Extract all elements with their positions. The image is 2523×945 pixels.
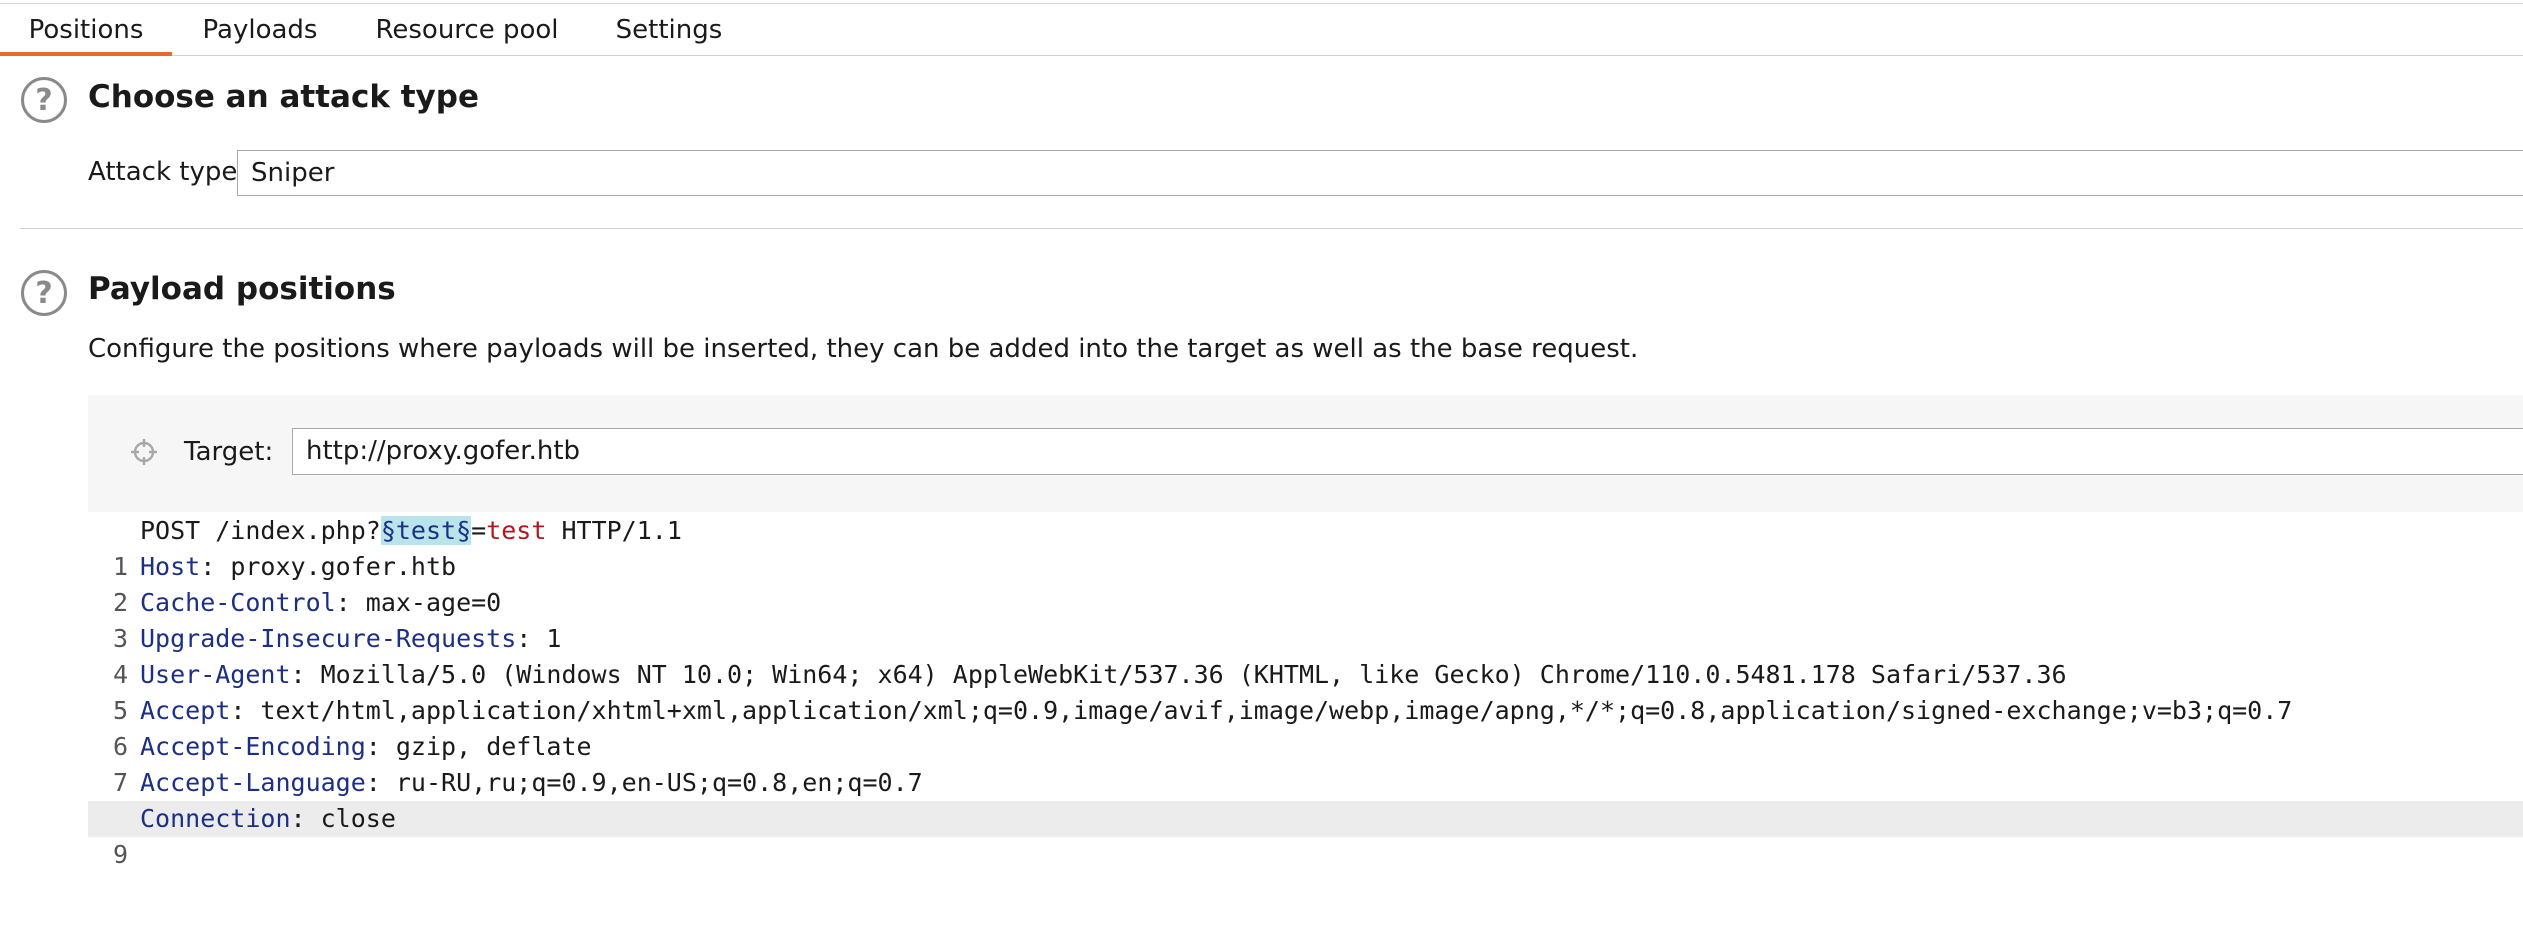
line-number: 5 [112,696,128,725]
tab-payloads[interactable]: Payloads [202,15,318,45]
attack-type-select[interactable]: Sniper [237,150,2523,196]
request-path: POST /index.php? [140,516,381,545]
section-divider [20,228,2523,229]
header-name: Connection [140,804,291,833]
code-line[interactable]: 4 Upgrade-Insecure-Requests: 1 [88,621,2523,689]
header-name: Accept-Language [140,768,366,797]
payload-positions-title: Payload positions [88,271,396,307]
crosshair-icon[interactable] [130,438,158,466]
header-value: : ru-RU,ru;q=0.9,en-US;q=0.8,en;q=0.7 [365,768,923,797]
header-name: Cache-Control [140,588,336,617]
tab-bar: Positions Payloads Resource pool Setting… [0,4,2523,56]
header-name: Accept-Encoding [140,732,366,761]
request-editor[interactable]: 1 POST /index.php?§test§=test HTTP/1.1 2… [88,512,2523,869]
target-label: Target: [184,437,274,467]
header-value: : proxy.gofer.htb [200,552,457,581]
header-name: User-Agent [140,660,291,689]
tab-resource-pool[interactable]: Resource pool [375,15,559,45]
line-number: 4 [112,660,128,689]
http-version: HTTP/1.1 [546,516,682,545]
header-value: : max-age=0 [335,588,502,617]
code-line-current[interactable]: 9 Connection: close [88,801,2523,869]
payload-marker[interactable]: §test§ [380,516,472,545]
param-value: test [486,516,547,545]
header-value: : text/html,application/xhtml+xml,applic… [230,696,2293,725]
code-line[interactable]: 5 User-Agent: Mozilla/5.0 (Windows NT 10… [88,657,2523,725]
tab-positions[interactable]: Positions [0,4,172,56]
code-line[interactable]: 3 Cache-Control: max-age=0 [88,585,2523,653]
line-number: 2 [112,588,128,617]
question-circle-icon[interactable]: ? [21,77,67,123]
header-name: Upgrade-Insecure-Requests [140,624,517,653]
param-equals: = [471,516,487,545]
line-number: 9 [112,840,128,869]
line-number: 1 [112,552,128,581]
header-name: Accept [140,696,231,725]
tab-settings[interactable]: Settings [615,15,723,45]
header-value: : Mozilla/5.0 (Windows NT 10.0; Win64; x… [290,660,2067,689]
line-number: 7 [112,768,128,797]
attack-type-label: Attack type: [88,157,247,187]
header-value: : close [290,804,396,833]
header-name: Host [140,552,201,581]
request-line: POST /index.php?§test§=test HTTP/1.1 [140,513,682,549]
attack-type-title: Choose an attack type [88,79,479,115]
code-line[interactable]: 7 Accept-Encoding: gzip, deflate [88,729,2523,797]
question-circle-icon[interactable]: ? [21,270,67,316]
payload-positions-description: Configure the positions where payloads w… [88,334,1639,364]
top-border [0,3,2523,4]
target-input[interactable]: http://proxy.gofer.htb [292,428,2523,475]
code-line[interactable]: 1 POST /index.php?§test§=test HTTP/1.1 [88,513,2523,581]
line-number: 3 [112,624,128,653]
header-value: : 1 [516,624,562,653]
line-number: 6 [112,732,128,761]
code-line[interactable]: 6 Accept: text/html,application/xhtml+xm… [88,693,2523,761]
code-line[interactable]: 8 Accept-Language: ru-RU,ru;q=0.9,en-US;… [88,765,2523,833]
header-value: : gzip, deflate [365,732,592,761]
code-line[interactable]: 2 Host: proxy.gofer.htb [88,549,2523,617]
